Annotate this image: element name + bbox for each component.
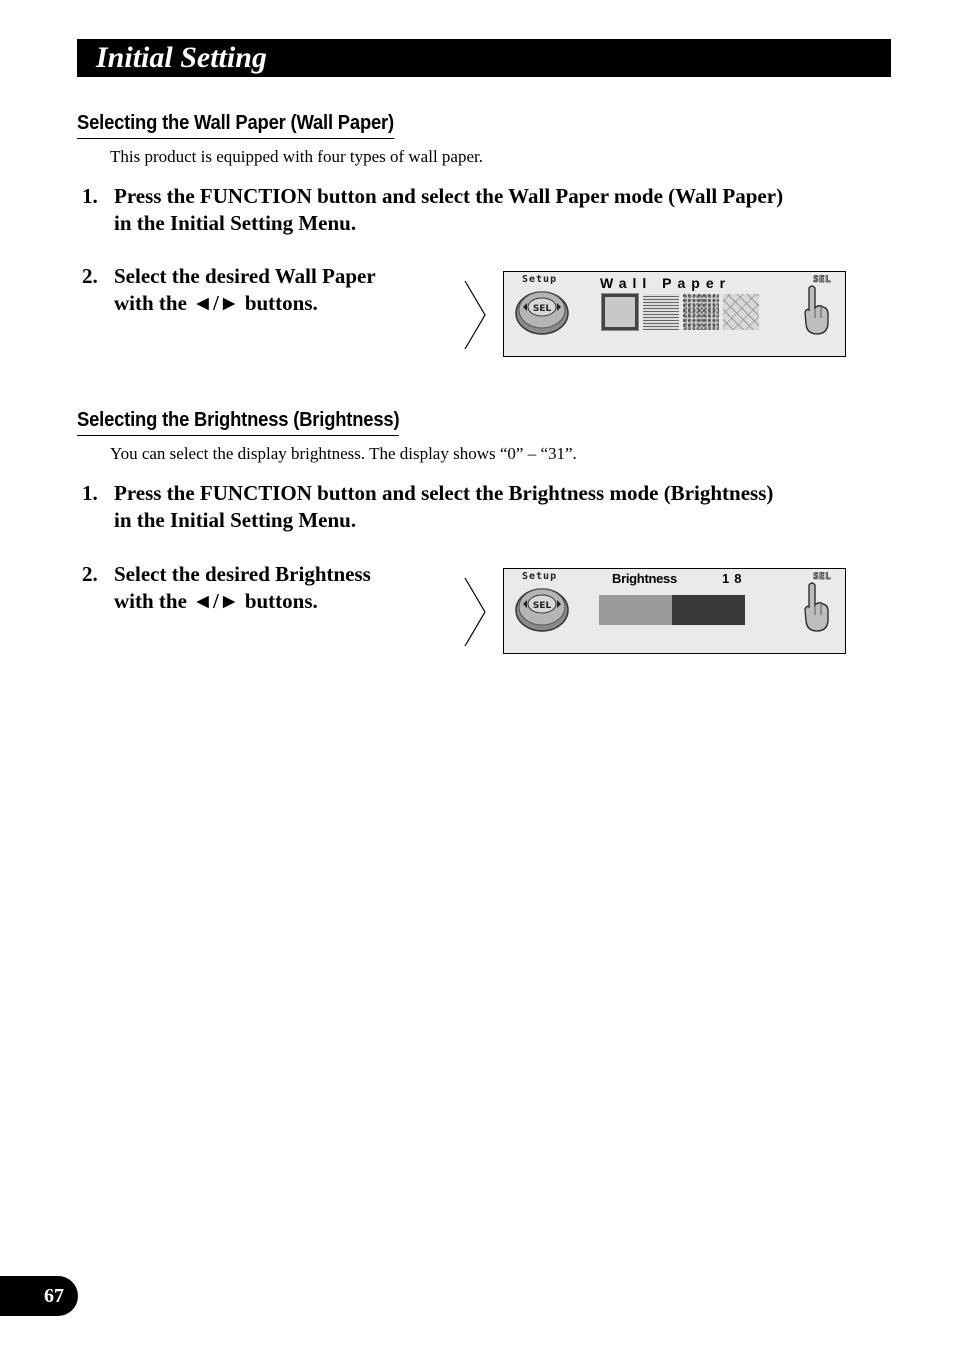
wallpaper-swatch-3[interactable] — [683, 294, 719, 330]
setup-label: Setup — [522, 571, 558, 582]
step-text-line-1: Select the desired Wall Paper — [114, 264, 376, 288]
wallpaper-heading: Selecting the Wall Paper (Wall Paper) — [77, 112, 394, 139]
brightness-heading: Selecting the Brightness (Brightness) — [77, 409, 400, 436]
step-text-line-2: in the Initial Setting Menu. — [114, 508, 357, 532]
dial-label: SEL — [533, 601, 552, 611]
step-text-line-1: Select the desired Brightness — [114, 562, 371, 586]
dial-label: SEL — [533, 304, 552, 314]
brightness-intro: You can select the display brightness. T… — [110, 444, 577, 463]
step-number: 2. — [82, 264, 98, 288]
brightness-bar-fill — [599, 595, 672, 625]
pointer-arrow-icon — [464, 280, 486, 350]
sel-dial-icon: SEL — [515, 291, 569, 335]
page-number: 67 — [44, 1285, 64, 1307]
sel-label: SEL — [813, 275, 831, 286]
brightness-bar[interactable] — [599, 595, 745, 625]
header-bar: Initial Setting — [77, 39, 891, 77]
page-number-tab: 67 — [0, 1276, 78, 1316]
wallpaper-display: Setup SEL Wall Paper SEL — [503, 271, 846, 357]
brightness-value: 18 — [722, 571, 747, 586]
wallpaper-swatch-1[interactable] — [601, 293, 639, 331]
step-text-line-1: Press the FUNCTION button and select the… — [114, 184, 784, 208]
wallpaper-intro: This product is equipped with four types… — [110, 147, 483, 166]
pointing-hand-icon — [804, 582, 829, 632]
sel-dial-icon: SEL — [515, 588, 569, 632]
step-text-line-2: in the Initial Setting Menu. — [114, 211, 357, 235]
step-number: 1. — [82, 481, 98, 505]
step-text-line-2: with the ◄/► buttons. — [114, 589, 318, 613]
step-text-line-2: with the ◄/► buttons. — [114, 291, 318, 315]
wallpaper-swatch-4[interactable] — [723, 294, 759, 330]
page-title: Initial Setting — [96, 41, 267, 74]
wallpaper-title: Wall Paper — [600, 275, 732, 291]
sel-label: SEL — [813, 572, 831, 583]
pointing-hand-icon — [804, 285, 829, 335]
step-number: 2. — [82, 562, 98, 586]
step-text-line-1: Press the FUNCTION button and select the… — [114, 481, 774, 505]
brightness-display: Setup SEL Brightness 18 SEL — [503, 568, 846, 654]
step-number: 1. — [82, 184, 98, 208]
setup-label: Setup — [522, 274, 558, 285]
pointer-arrow-icon — [464, 577, 486, 647]
wallpaper-swatch-2[interactable] — [643, 294, 679, 330]
brightness-label: Brightness — [612, 571, 677, 586]
